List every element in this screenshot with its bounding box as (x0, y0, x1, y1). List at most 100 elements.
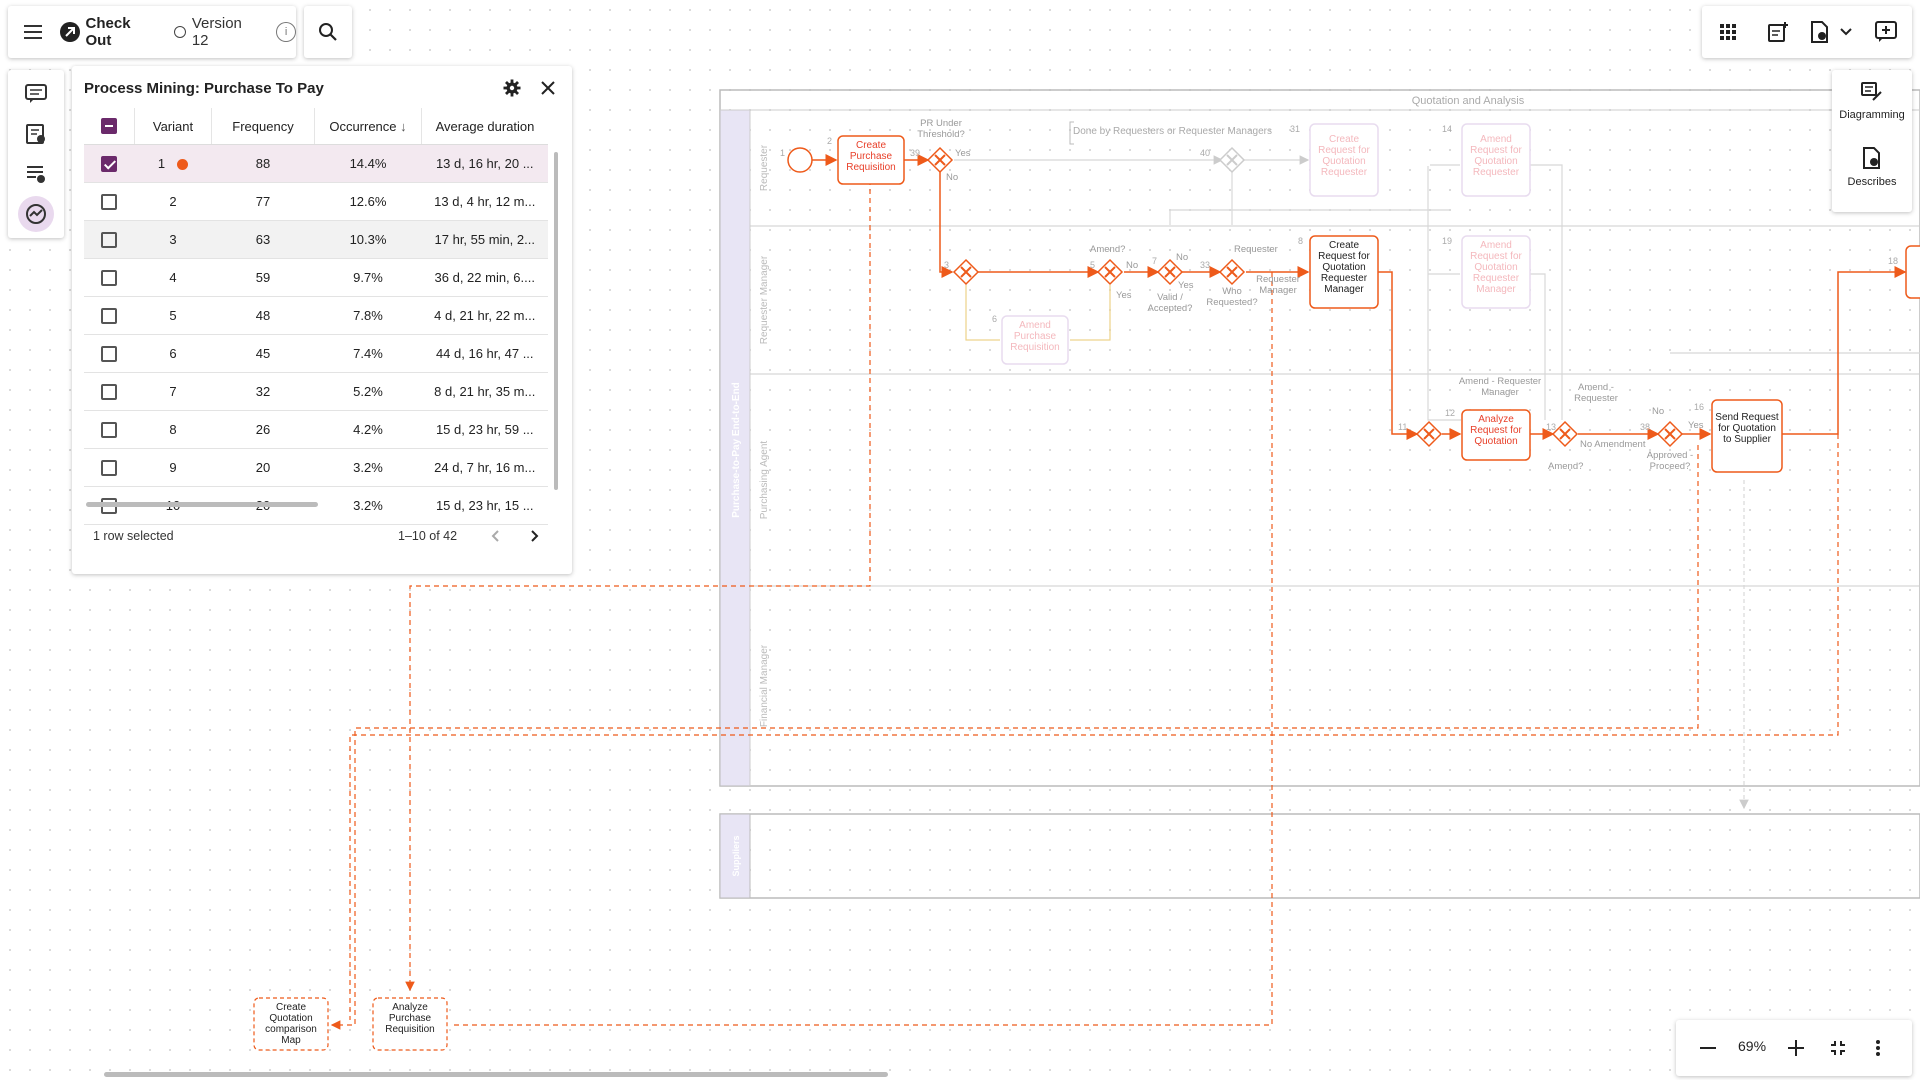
version-selector[interactable]: Version 12 (173, 15, 262, 49)
variants-table: Variant Frequency Occurrence ↓ Average d… (84, 108, 548, 525)
svg-text:Amend?: Amend? (1090, 244, 1125, 255)
zoom-controls: 69% (1676, 1020, 1912, 1076)
table-row[interactable]: 7 32 5.2% 8 d, 21 hr, 35 m... (84, 372, 548, 411)
next-page-icon[interactable] (524, 524, 546, 548)
task-create-pr[interactable]: Create Purchase Requisition (837, 135, 905, 185)
duration-cell: 36 d, 22 min, 6.... (421, 258, 548, 297)
table-vertical-scrollbar[interactable] (554, 152, 558, 490)
gateway-pr-threshold[interactable] (926, 146, 954, 174)
frequency-cell: 20 (211, 448, 315, 487)
svg-text:12: 12 (1445, 408, 1455, 418)
row-checkbox[interactable] (101, 269, 118, 286)
gateway-amend[interactable] (1096, 258, 1124, 286)
selection-status: 1 row selected (93, 529, 174, 543)
supplier-pool-label: Suppliers (731, 835, 741, 876)
variant-cell: 2 (134, 182, 212, 221)
gear-icon[interactable] (500, 76, 524, 100)
frequency-cell: 32 (211, 372, 315, 411)
gateway-who-requested[interactable] (1218, 258, 1246, 286)
close-icon[interactable] (536, 76, 560, 100)
gateway-approved[interactable] (1656, 420, 1684, 448)
add-note-icon[interactable] (1762, 16, 1794, 48)
zoom-out-icon[interactable] (1692, 1032, 1724, 1064)
left-tool-rail (8, 70, 64, 238)
column-header-average-duration[interactable]: Average duration (421, 108, 548, 145)
row-checkbox[interactable] (101, 307, 118, 324)
diagramming-icon (1860, 80, 1884, 104)
row-checkbox[interactable] (101, 231, 118, 248)
duration-cell: 44 d, 16 hr, 47 ... (421, 334, 548, 373)
svg-text:No: No (946, 172, 958, 183)
apps-grid-icon[interactable] (1712, 16, 1744, 48)
gateway-amend-13[interactable] (1551, 420, 1579, 448)
gateway-merge-11[interactable] (1415, 420, 1443, 448)
process-mining-panel: Process Mining: Purchase To Pay Variant … (72, 66, 572, 574)
gateway-merge-1[interactable] (952, 258, 980, 286)
check-out-button[interactable]: Check Out (59, 15, 160, 49)
more-options-icon[interactable] (1862, 1032, 1894, 1064)
column-header-variant[interactable]: Variant (134, 108, 212, 145)
hamburger-menu-icon[interactable] (14, 12, 54, 52)
diagramming-button[interactable]: Diagramming (1832, 80, 1912, 121)
describes-button[interactable]: Describes (1832, 146, 1912, 188)
task-analyze-pr[interactable]: Analyze Purchase Requisition (372, 997, 448, 1051)
table-row[interactable]: 5 48 7.8% 4 d, 21 hr, 22 m... (84, 296, 548, 335)
task-create-rfq-requester[interactable]: Create Request for Quotation Requester (1309, 123, 1379, 197)
previous-page-icon[interactable] (484, 524, 506, 548)
task-amend-rfq-requester[interactable]: Amend Request for Quotation Requester (1461, 123, 1531, 197)
chevron-down-icon[interactable] (1836, 16, 1856, 48)
frequency-cell: 63 (211, 220, 315, 259)
svg-text:19: 19 (1442, 236, 1452, 246)
task-offscreen-18[interactable] (1905, 245, 1920, 299)
start-event[interactable] (787, 147, 813, 173)
amend-loop-flows (965, 285, 1111, 341)
variant-cell: 6 (134, 334, 212, 373)
comments-icon[interactable] (18, 76, 54, 112)
gateway-valid[interactable] (1156, 258, 1184, 286)
row-checkbox[interactable] (101, 459, 118, 476)
column-header-frequency[interactable]: Frequency (211, 108, 315, 145)
add-comment-icon[interactable] (1870, 16, 1902, 48)
task-create-rfq-manager[interactable]: Create Request for Quotation Requester M… (1309, 235, 1379, 309)
table-row[interactable]: 3 63 10.3% 17 hr, 55 min, 2... (84, 220, 548, 259)
table-row[interactable]: 2 77 12.6% 13 d, 4 hr, 12 m... (84, 182, 548, 221)
table-horizontal-scrollbar[interactable] (86, 502, 318, 507)
process-mining-icon[interactable] (18, 196, 54, 232)
table-row[interactable]: 4 59 9.7% 36 d, 22 min, 6.... (84, 258, 548, 297)
row-checkbox[interactable] (101, 345, 118, 362)
check-out-label: Check Out (85, 15, 131, 49)
occurrence-cell: 5.2% (314, 372, 422, 411)
table-row[interactable]: 6 45 7.4% 44 d, 16 hr, 47 ... (84, 334, 548, 373)
task-analyze-rfq[interactable]: Analyze Request for Quotation (1461, 409, 1531, 461)
svg-text:Requester: Requester (1234, 244, 1278, 255)
sequence-flows (812, 154, 1907, 440)
row-checkbox[interactable] (101, 193, 118, 210)
list-settings-icon[interactable] (18, 156, 54, 192)
row-checkbox-cell (84, 182, 135, 221)
document-info-icon[interactable] (1804, 16, 1836, 48)
task-send-rfq[interactable]: Send Request for Quotation to Supplier (1711, 399, 1783, 473)
table-row[interactable]: 1 88 14.4% 13 d, 16 hr, 20 ... (84, 144, 548, 183)
row-checkbox[interactable] (101, 421, 118, 438)
fit-to-screen-icon[interactable] (1822, 1032, 1854, 1064)
svg-text:No Amendment: No Amendment (1580, 439, 1646, 450)
search-button[interactable] (304, 6, 352, 58)
properties-icon[interactable] (18, 116, 54, 152)
task-amend-rfq-manager[interactable]: Amend Request for Quotation Requester Ma… (1461, 235, 1531, 309)
row-checkbox-cell (84, 410, 135, 449)
task-create-quotation-map[interactable]: Create Quotation comparison Map (253, 997, 329, 1051)
zoom-level[interactable]: 69% (1738, 1038, 1767, 1054)
svg-text:No: No (1652, 406, 1664, 417)
task-amend-pr[interactable]: Amend Purchase Requisition (1001, 315, 1069, 365)
select-all-checkbox[interactable] (101, 118, 117, 135)
zoom-in-icon[interactable] (1780, 1032, 1812, 1064)
info-icon[interactable]: i (276, 22, 296, 42)
column-header-occurrence-cell[interactable]: Occurrence ↓ (314, 108, 422, 145)
gateway-faded-40[interactable] (1218, 146, 1246, 174)
canvas-horizontal-scrollbar[interactable] (104, 1072, 888, 1077)
row-checkbox[interactable] (101, 383, 118, 400)
table-row[interactable]: 9 20 3.2% 24 d, 7 hr, 16 m... (84, 448, 548, 487)
table-row[interactable]: 8 26 4.2% 15 d, 23 hr, 59 ... (84, 410, 548, 449)
row-checkbox[interactable] (101, 155, 118, 172)
